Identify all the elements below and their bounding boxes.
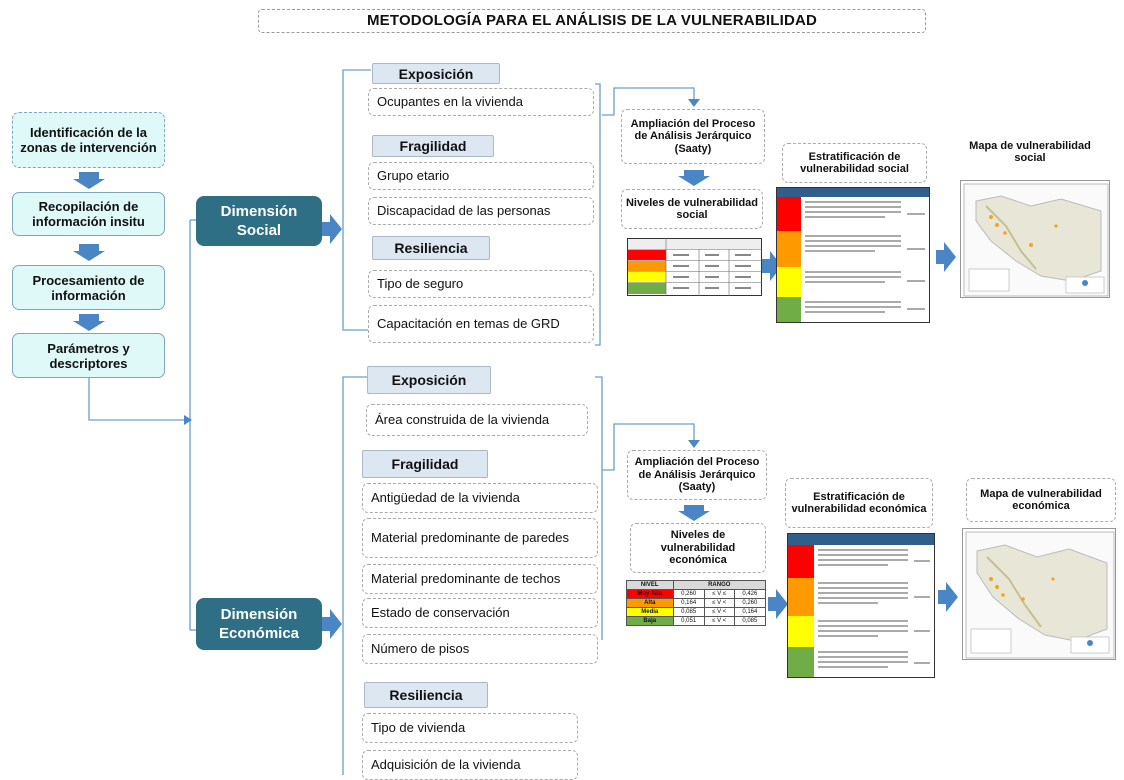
range-low: 0,260 — [672, 589, 705, 599]
range-low: 0,051 — [672, 616, 705, 626]
nivel-cell: Alta — [626, 598, 674, 608]
econ-niveles-box: Niveles de vulnerabilidad económica — [630, 523, 766, 573]
social-res-item-2: Capacitación en temas de GRD — [368, 305, 594, 343]
range-op: ≤ V < — [703, 607, 735, 617]
nivel-cell: Media — [626, 607, 674, 617]
range-op: ≤ V ≤ — [703, 589, 735, 599]
econ-niveles-table: NIVEL RANGO Muy Alta 0,260 ≤ V ≤ 0,426 A… — [626, 580, 767, 626]
social-frag-item-2: Discapacidad de las personas — [368, 197, 594, 225]
econ-estratificacion-box: Estratificación de vulnerabilidad económ… — [785, 478, 933, 528]
social-ampliacion-box: Ampliación del Proceso de Análisis Jerár… — [621, 109, 765, 164]
range-low: 0,164 — [672, 598, 705, 608]
econ-exposicion-header: Exposición — [367, 366, 491, 394]
social-estratificacion-image — [776, 187, 930, 323]
range-op: ≤ V < — [703, 616, 735, 626]
table-row: Media 0,085 ≤ V < 0,164 — [626, 607, 767, 617]
range-high: 0,085 — [733, 616, 767, 626]
range-low: 0,085 — [672, 607, 705, 617]
dimension-economica: Dimensión Económica — [196, 598, 322, 650]
econ-table-header-rango: RANGO — [672, 580, 767, 590]
econ-frag-item-2: Material predominante de paredes — [362, 518, 598, 558]
range-op: ≤ V < — [703, 598, 735, 608]
nivel-cell: Muy Alta — [626, 589, 674, 599]
econ-table-header-nivel: NIVEL — [626, 580, 674, 590]
social-niveles-box: Niveles de vulnerabilidad social — [621, 189, 763, 229]
econ-resiliencia-header: Resiliencia — [364, 682, 488, 708]
range-high: 0,164 — [733, 607, 767, 617]
social-niveles-table — [627, 238, 762, 296]
social-mapa-image — [960, 180, 1110, 298]
table-row: Muy Alta 0,260 ≤ V ≤ 0,426 — [626, 589, 767, 599]
nivel-cell: Baja — [626, 616, 674, 626]
table-row: Baja 0,051 ≤ V < 0,085 — [626, 616, 767, 626]
econ-ampliacion-box: Ampliación del Proceso de Análisis Jerár… — [627, 450, 767, 500]
econ-res-item-2: Adquisición de la vivienda — [362, 750, 578, 780]
step-parametros: Parámetros y descriptores — [12, 333, 165, 378]
econ-frag-item-5: Número de pisos — [362, 634, 598, 664]
social-res-item-1: Tipo de seguro — [368, 270, 594, 298]
econ-mapa-label: Mapa de vulnerabilidad económica — [966, 478, 1116, 522]
social-frag-item-1: Grupo etario — [368, 162, 594, 190]
step-identificacion: Identificación de la zonas de intervenci… — [12, 112, 165, 168]
dimension-social: Dimensión Social — [196, 196, 322, 246]
step-recopilacion: Recopilación de información insitu — [12, 192, 165, 236]
econ-frag-item-4: Estado de conservación — [362, 598, 598, 628]
social-exposicion-header: Exposición — [372, 63, 500, 84]
econ-res-item-1: Tipo de vivienda — [362, 713, 578, 743]
econ-mapa-image — [962, 528, 1116, 660]
range-high: 0,260 — [733, 598, 767, 608]
econ-frag-item-3: Material predominante de techos — [362, 564, 598, 594]
step-procesamiento: Procesamiento de información — [12, 265, 165, 310]
table-row: Alta 0,164 ≤ V < 0,260 — [626, 598, 767, 608]
econ-exp-item: Área construida de la vivienda — [366, 404, 588, 436]
range-high: 0,426 — [733, 589, 767, 599]
social-mapa-label: Mapa de vulnerabilidad social — [960, 134, 1100, 170]
social-resiliencia-header: Resiliencia — [372, 236, 490, 260]
econ-fragilidad-header: Fragilidad — [362, 450, 488, 478]
econ-estratificacion-image — [787, 533, 935, 678]
page-title: METODOLOGÍA PARA EL ANÁLISIS DE LA VULNE… — [258, 9, 926, 33]
social-fragilidad-header: Fragilidad — [372, 135, 494, 157]
social-exp-item: Ocupantes en la vivienda — [368, 88, 594, 116]
econ-frag-item-1: Antigüedad de la vivienda — [362, 483, 598, 513]
social-estratificacion-box: Estratificación de vulnerabilidad social — [782, 143, 927, 183]
